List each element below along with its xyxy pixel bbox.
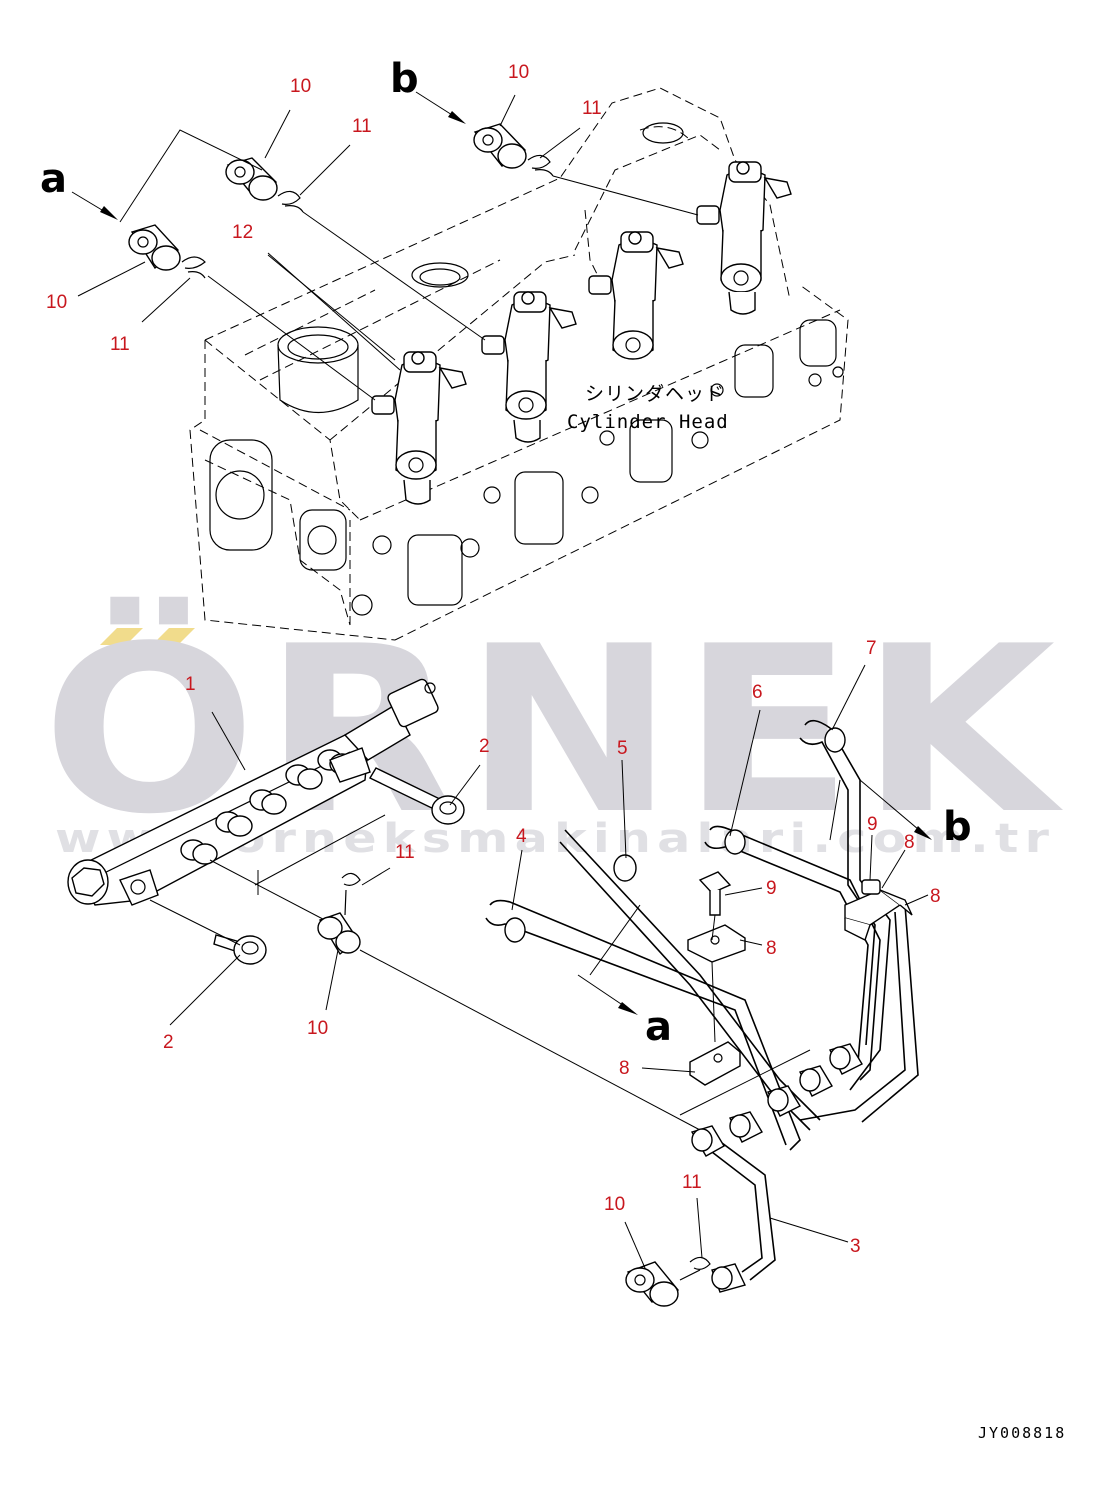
arrow-b-bottom <box>914 826 932 840</box>
clip-a <box>181 256 206 279</box>
callout-10: 10 <box>46 292 67 313</box>
callout-8: 8 <box>930 886 941 907</box>
clip-rail <box>341 872 361 916</box>
cylinder-head-label-jp: シリンダヘッド <box>585 383 725 405</box>
view-label-a-bottom: a <box>645 1004 672 1050</box>
injector-2 <box>481 291 577 443</box>
callout-11: 11 <box>582 98 602 119</box>
sleeve-nut-top <box>225 157 278 201</box>
callout-9: 9 <box>766 878 777 899</box>
callout-1: 1 <box>185 674 196 695</box>
view-label-b-top: b <box>390 56 419 102</box>
callout-2: 2 <box>163 1032 174 1053</box>
callout-5: 5 <box>617 738 628 759</box>
clip-top <box>277 190 304 213</box>
clamp-8-middle <box>687 924 746 963</box>
callout-8: 8 <box>619 1058 630 1079</box>
callout-11: 11 <box>352 116 372 137</box>
callout-3: 3 <box>850 1236 861 1257</box>
watermark-accent-right <box>152 628 195 645</box>
injection-pipes <box>169 664 932 1307</box>
clamp-8-lower <box>689 1041 741 1086</box>
callout-9: 9 <box>867 814 878 835</box>
injector-4 <box>696 161 792 315</box>
arrow-a-bottom <box>618 1002 638 1015</box>
callout-10: 10 <box>307 1018 328 1039</box>
callout-12: 12 <box>232 222 253 243</box>
bolt-9 <box>698 871 732 916</box>
reference-code: JY008818 <box>978 1424 1066 1442</box>
labels: a b a b シリンダヘッド Cylinder Head JY008818 <box>40 56 1066 1442</box>
arrow-a-top <box>100 206 118 220</box>
view-label-a-top: a <box>40 156 67 202</box>
injector-3 <box>588 231 684 360</box>
clip-b <box>527 154 554 177</box>
view-label-b-bottom: b <box>943 804 972 850</box>
callout-10: 10 <box>290 76 311 97</box>
sleeve-nut-bottom <box>625 1261 680 1307</box>
callout-4: 4 <box>516 826 527 847</box>
clip-bottom <box>679 1256 711 1281</box>
cylinder-head-assembly <box>71 87 849 641</box>
common-rail-assembly <box>67 678 811 1131</box>
injector-1 <box>371 351 467 505</box>
watermark-accent-left <box>100 628 143 645</box>
callout-7: 7 <box>866 638 877 659</box>
bolt-2-bottom <box>213 934 267 965</box>
callout-2: 2 <box>479 736 490 757</box>
callout-10: 10 <box>604 1194 625 1215</box>
arrow-b-top <box>448 111 466 124</box>
callout-8: 8 <box>766 938 777 959</box>
bolt-2-right <box>369 767 465 825</box>
sleeve-nut-a <box>128 224 181 271</box>
callout-numbers: 10 11 10 11 10 11 12 1 2 2 11 10 4 5 6 7… <box>46 62 941 1257</box>
callout-11: 11 <box>682 1172 702 1193</box>
callout-10: 10 <box>508 62 529 83</box>
clamp-8-upper <box>844 879 913 941</box>
callout-6: 6 <box>752 682 763 703</box>
callout-11: 11 <box>395 842 415 863</box>
sleeve-nut-b <box>473 123 527 169</box>
callout-11: 11 <box>110 334 130 355</box>
callout-8: 8 <box>904 832 915 853</box>
cylinder-head-label-en: Cylinder Head <box>567 411 729 433</box>
sleeve-nut-rail <box>317 912 361 956</box>
